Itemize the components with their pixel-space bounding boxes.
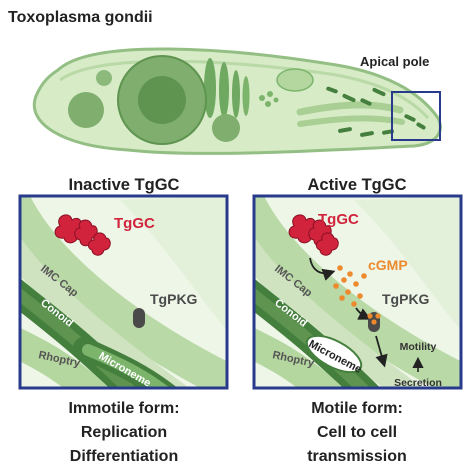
tgpkg-label: TgPKG [382, 291, 430, 307]
footer-inactive-line1: Immotile form: [68, 400, 179, 417]
tggc-protein-icon [288, 214, 339, 256]
footer-inactive-line2: Replication [81, 424, 167, 441]
panel-heading-active: Active TgGC [307, 176, 406, 194]
cgmp-molecules [333, 265, 367, 307]
arrow-cgmp-to-tgpkg [355, 307, 372, 320]
tggc-label: TgGC [318, 211, 359, 228]
footer-active-line2: Cell to cell [317, 424, 397, 441]
figure-title: Toxoplasma gondii [8, 9, 153, 26]
footer-active-line1: Motile form: [311, 400, 403, 417]
panel-border [252, 194, 463, 390]
tggc-label: TgGC [114, 215, 155, 232]
panel-border [18, 194, 229, 390]
apical-pole-box [391, 91, 441, 141]
footer-inactive-line3: Differentiation [70, 448, 178, 465]
tgpkg-protein-icon [133, 308, 145, 328]
motility-label: Motility [400, 341, 437, 353]
tgpkg-label: TgPKG [150, 291, 198, 307]
panel-heading-inactive: Inactive TgGC [69, 176, 180, 194]
panel-active: TgGC cGMP TgPKG IMC Cap Conoid Rhoptry M… [252, 194, 463, 390]
toxoplasma-cell [32, 47, 442, 155]
secretion-label: Secretion [394, 377, 442, 389]
arrow-tggc-to-cgmp [309, 257, 336, 281]
arrow-tgpkg-to-microneme [375, 335, 388, 368]
tggc-protein-icon [54, 214, 111, 256]
footer-active-line3: transmission [307, 448, 407, 465]
panel-inactive: TgGC IMC Cap Conoid Rhoptry Microneme Tg… [18, 194, 229, 390]
cgmp-label: cGMP [368, 257, 408, 273]
apical-pole-label: Apical pole [360, 54, 429, 69]
